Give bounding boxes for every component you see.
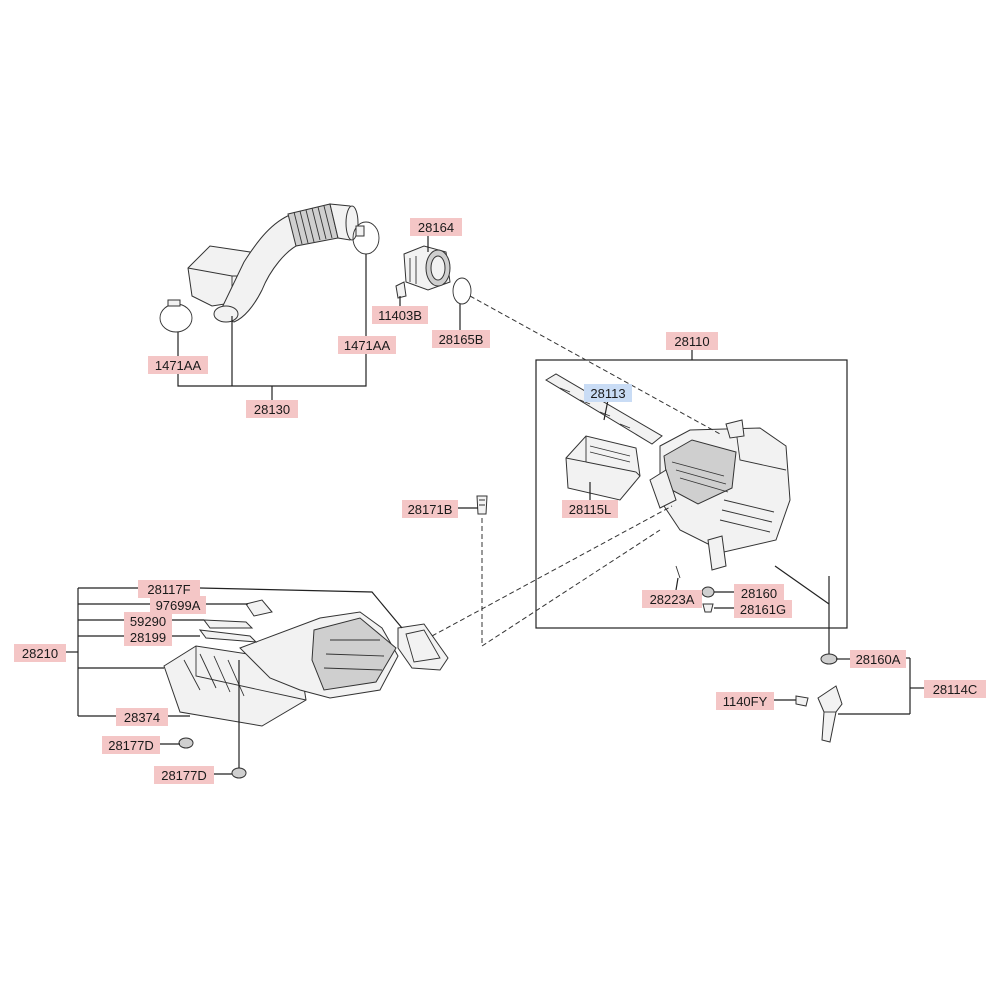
label-28115l[interactable]: 28115L	[562, 500, 618, 518]
bolt-1140fy-drawing	[795, 695, 809, 707]
svg-text:1471AA: 1471AA	[155, 358, 202, 373]
grommet-28177d-a-drawing	[178, 737, 194, 749]
assembly-dashed-lines	[431, 295, 721, 647]
svg-text:28165B: 28165B	[439, 332, 484, 347]
svg-text:11403B: 11403B	[378, 308, 422, 323]
svg-text:28164: 28164	[418, 220, 454, 235]
air-cleaner-body-drawing	[649, 419, 791, 571]
label-28160[interactable]: 28160	[734, 584, 784, 602]
clip-28171b-drawing	[476, 495, 488, 515]
air-duct-drawing	[163, 599, 449, 727]
label-28210[interactable]: 28210	[14, 644, 66, 662]
label-28223a[interactable]: 28223A	[642, 590, 702, 608]
grommet-28177d-b-drawing	[231, 767, 247, 779]
svg-text:28114C: 28114C	[933, 682, 978, 697]
collar-28161g-drawing	[702, 603, 714, 613]
hose-clamp-left-drawing	[159, 299, 193, 333]
svg-text:59290: 59290	[130, 614, 166, 629]
label-28199[interactable]: 28199	[124, 628, 172, 646]
svg-text:28160: 28160	[741, 586, 777, 601]
label-28161g[interactable]: 28161G	[734, 600, 792, 618]
o-ring-drawing	[452, 277, 472, 305]
svg-text:28113: 28113	[590, 386, 625, 401]
svg-text:28117F: 28117F	[147, 582, 190, 597]
leader-lines	[66, 234, 924, 775]
label-28165b[interactable]: 28165B	[432, 330, 490, 348]
label-11403b[interactable]: 11403B	[372, 306, 428, 324]
label-97699a[interactable]: 97699A	[150, 596, 206, 614]
label-28177d-a[interactable]: 28177D	[102, 736, 160, 754]
screw-11403b-drawing	[395, 281, 407, 299]
bracket-28114c-drawing	[817, 653, 843, 743]
svg-text:28374: 28374	[124, 710, 160, 725]
label-28110[interactable]: 28110	[666, 332, 718, 350]
grommet-28160-drawing	[701, 586, 715, 598]
svg-text:28110: 28110	[674, 334, 709, 349]
svg-text:28171B: 28171B	[408, 502, 453, 517]
svg-text:28210: 28210	[22, 646, 58, 661]
hose-clamp-right-drawing	[352, 221, 380, 255]
label-1140fy[interactable]: 1140FY	[716, 692, 774, 710]
intake-hose-drawing	[187, 203, 359, 323]
label-28160a[interactable]: 28160A	[850, 650, 906, 668]
svg-text:28177D: 28177D	[108, 738, 154, 753]
svg-text:28130: 28130	[254, 402, 290, 417]
svg-text:28223A: 28223A	[650, 592, 695, 607]
air-flow-sensor-drawing	[403, 245, 451, 291]
label-1471aa-right[interactable]: 1471AA	[338, 336, 396, 354]
svg-text:28161G: 28161G	[740, 602, 786, 617]
svg-text:28177D: 28177D	[161, 768, 207, 783]
svg-text:1140FY: 1140FY	[723, 694, 768, 709]
label-28164[interactable]: 28164	[410, 218, 462, 236]
label-28117f[interactable]: 28117F	[138, 580, 200, 598]
svg-text:97699A: 97699A	[156, 598, 201, 613]
label-59290[interactable]: 59290	[124, 612, 172, 630]
label-1471aa-left[interactable]: 1471AA	[148, 356, 208, 374]
svg-text:28199: 28199	[130, 630, 166, 645]
label-28114c[interactable]: 28114C	[924, 680, 986, 698]
svg-text:28160A: 28160A	[856, 652, 901, 667]
label-28171b[interactable]: 28171B	[402, 500, 458, 518]
filter-element-drawing	[565, 435, 641, 501]
label-28113[interactable]: 28113	[584, 384, 632, 402]
bolt-28223a-drawing	[675, 565, 681, 579]
svg-text:28115L: 28115L	[569, 502, 611, 517]
label-28374[interactable]: 28374	[116, 708, 168, 726]
label-28177d-b[interactable]: 28177D	[154, 766, 214, 784]
label-28130[interactable]: 28130	[246, 400, 298, 418]
svg-text:1471AA: 1471AA	[344, 338, 391, 353]
